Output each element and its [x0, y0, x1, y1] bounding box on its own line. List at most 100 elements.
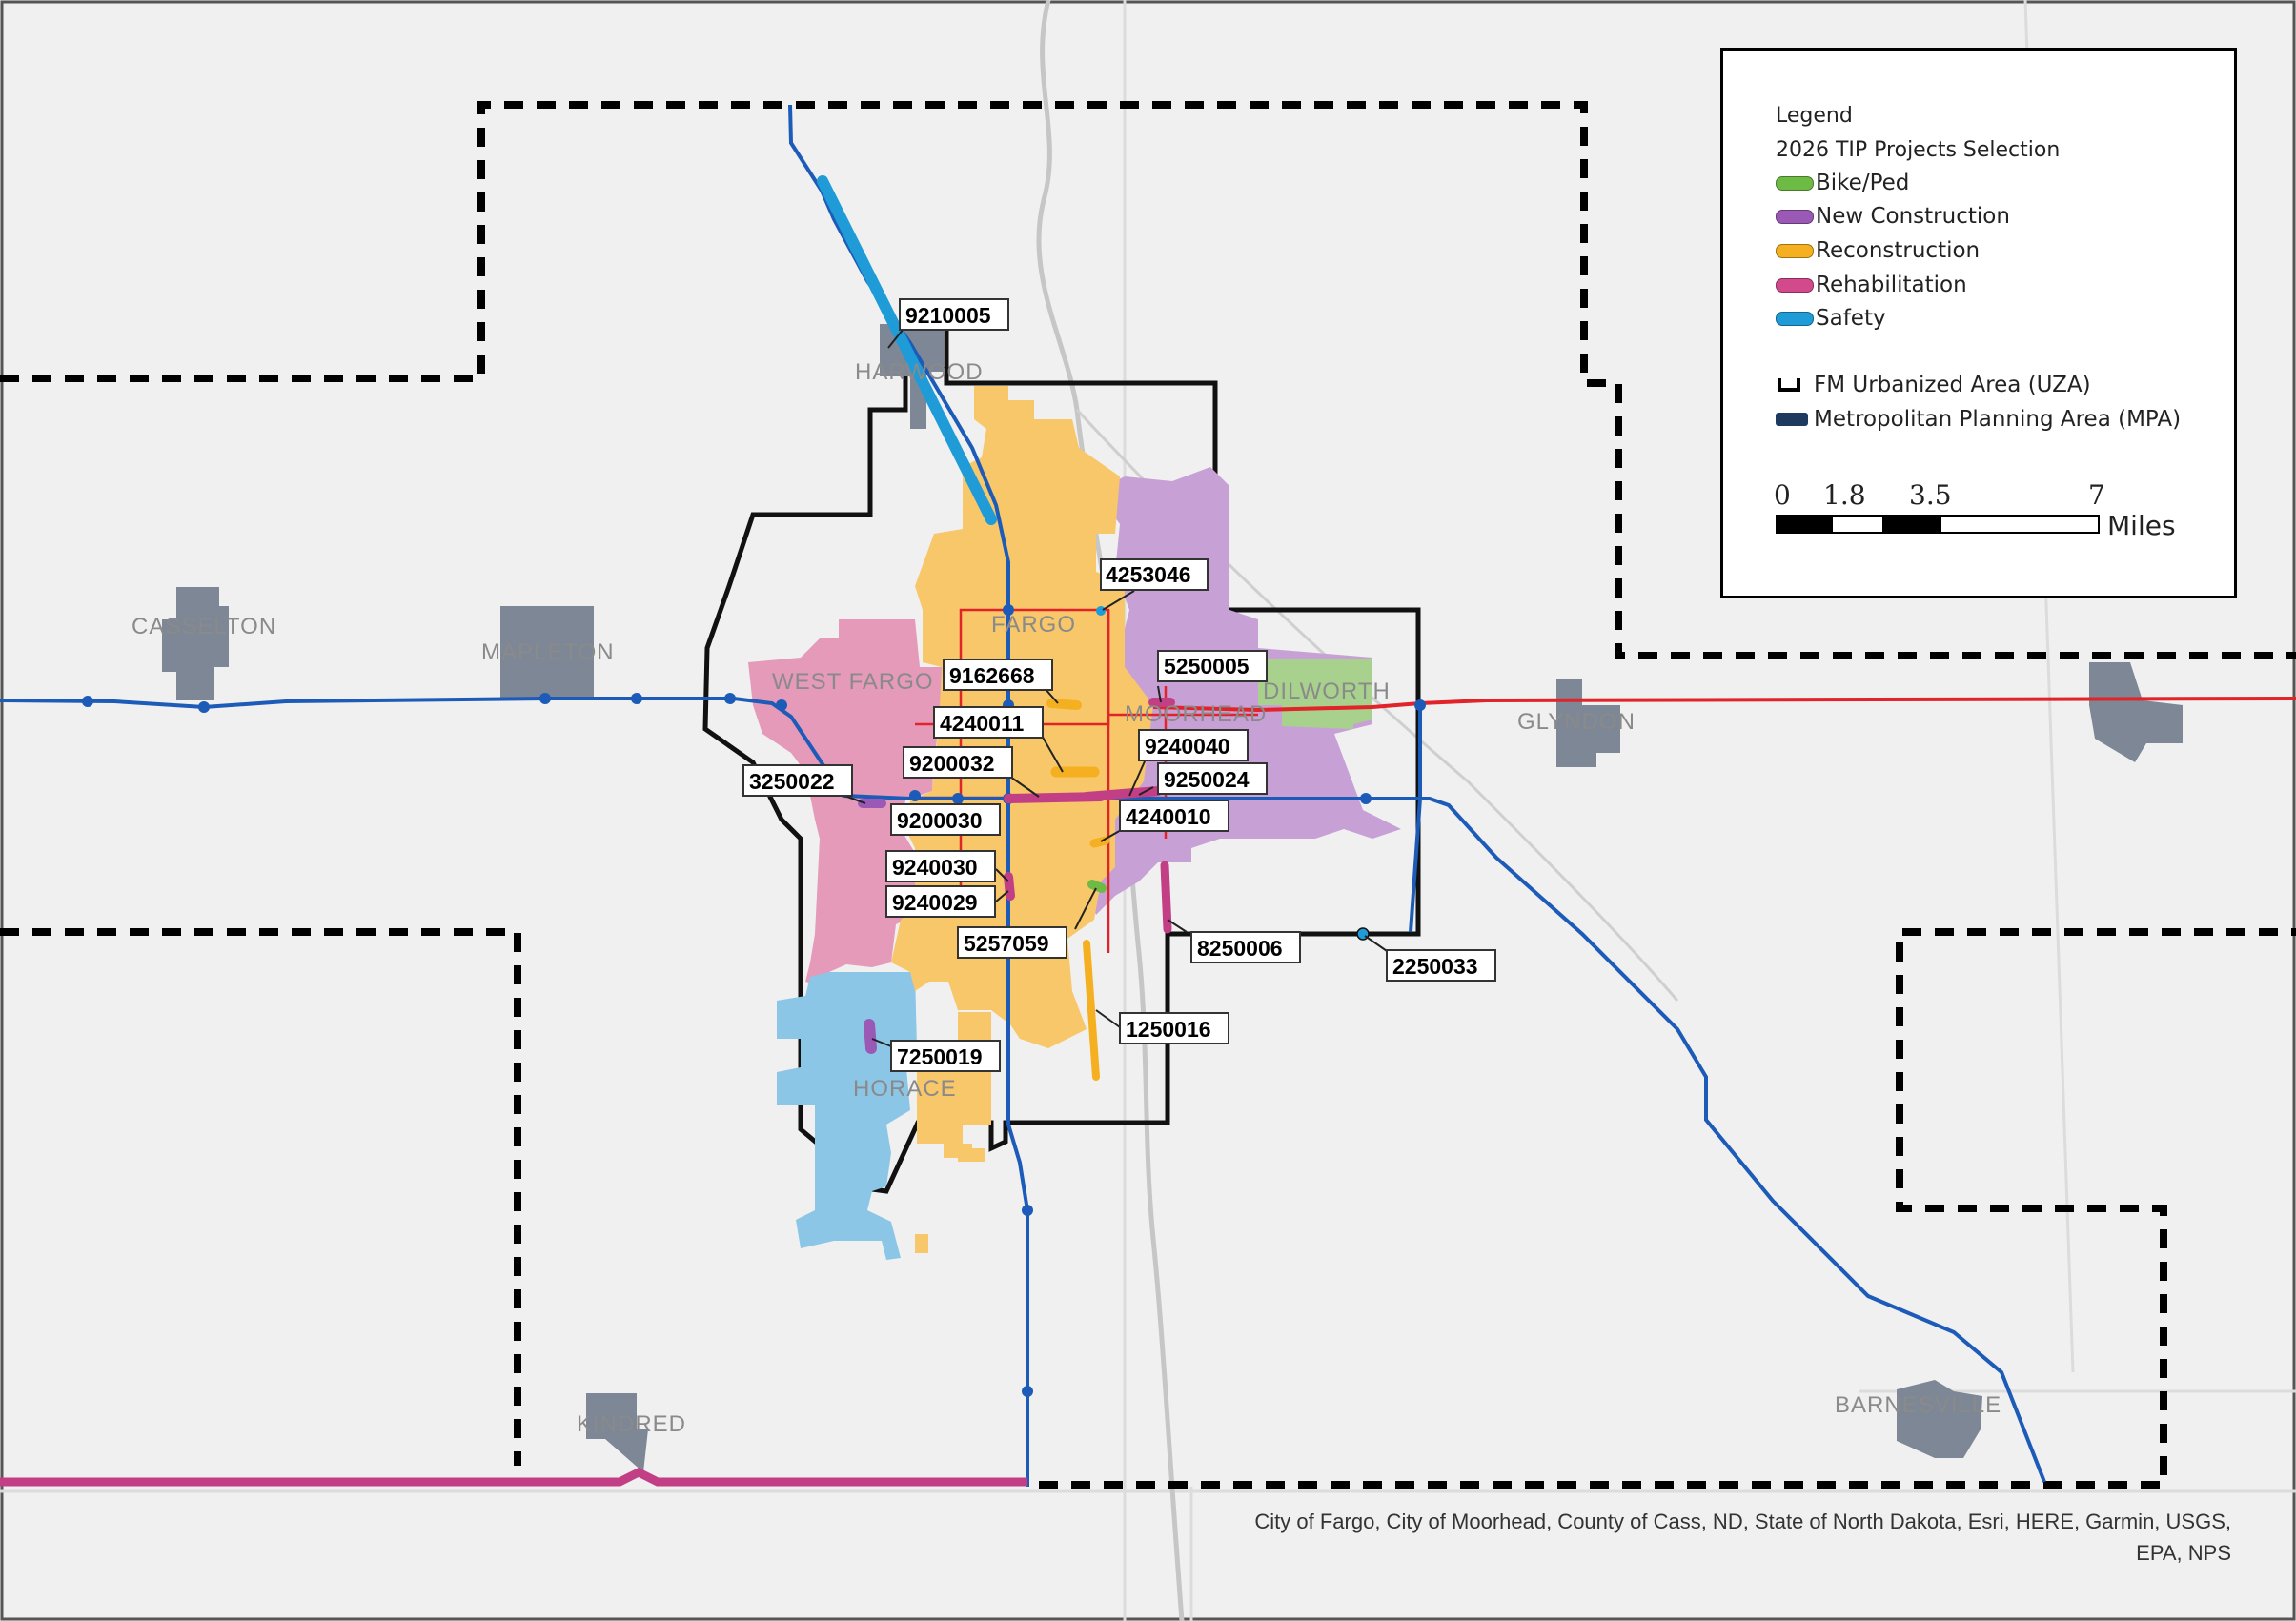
- scale-seg-2: [1831, 515, 1884, 534]
- scale-tick-2: 3.5: [1909, 479, 1952, 511]
- project-label-5250005[interactable]: 5250005: [1157, 650, 1268, 682]
- legend-label: FM Urbanized Area (UZA): [1814, 373, 2091, 397]
- project-label-5257059[interactable]: 5257059: [957, 926, 1067, 959]
- city-label-moorhead: MOORHEAD: [1125, 701, 1267, 727]
- scale-seg-1: [1776, 515, 1831, 534]
- project-label-7250019[interactable]: 7250019: [890, 1040, 1001, 1072]
- city-label-west-fargo: WEST FARGO: [772, 669, 934, 695]
- label-leaders: [843, 328, 1391, 1047]
- new-construction-swatch: [1776, 209, 1814, 224]
- svg-text:8250006: 8250006: [1197, 936, 1283, 961]
- horace-area: [777, 972, 917, 1260]
- legend-item-bike-ped[interactable]: Bike/Ped: [1776, 171, 1909, 195]
- svg-text:4253046: 4253046: [1106, 562, 1191, 587]
- city-label-barnesville: BARNESVILLE: [1835, 1392, 2001, 1418]
- project-label-4240011[interactable]: 4240011: [933, 706, 1044, 739]
- project-label-1250016[interactable]: 1250016: [1119, 1012, 1229, 1044]
- scale-tick-1: 1.8: [1823, 479, 1866, 511]
- reconstruction-swatch: [1776, 243, 1814, 258]
- project-label-9250024[interactable]: 9250024: [1157, 762, 1268, 795]
- svg-text:3250022: 3250022: [749, 769, 835, 794]
- scale-bar: 0 1.8 3.5 7 Miles: [1774, 479, 2176, 541]
- south-highway-rehab: [0, 1467, 1027, 1487]
- project-label-2250033[interactable]: 2250033: [1386, 949, 1496, 982]
- legend-label: Bike/Ped: [1816, 171, 1910, 195]
- svg-text:9240030: 9240030: [892, 855, 978, 880]
- city-label-glyndon: GLYNDON: [1517, 709, 1636, 735]
- project-lines: [817, 175, 1175, 1081]
- svg-text:9162668: 9162668: [949, 663, 1035, 688]
- project-label-9200032[interactable]: 9200032: [903, 746, 1013, 779]
- mpa-swatch: [1776, 413, 1808, 426]
- small-towns: [162, 324, 2183, 1472]
- project-label-3250022[interactable]: 3250022: [742, 764, 853, 797]
- project-label-9240030[interactable]: 9240030: [885, 850, 996, 882]
- dilworth-area: [1258, 659, 1372, 729]
- project-label-9240040[interactable]: 9240040: [1138, 729, 1249, 761]
- svg-text:9210005: 9210005: [905, 303, 991, 328]
- legend-item-reconstruction[interactable]: Reconstruction: [1776, 238, 1980, 263]
- legend-label: Reconstruction: [1816, 238, 1981, 263]
- highways: [0, 104, 2046, 1487]
- legend-label: Metropolitan Planning Area (MPA): [1814, 407, 2182, 432]
- legend-item-uza[interactable]: FM Urbanized Area (UZA): [1776, 373, 2091, 397]
- legend-label: Safety: [1816, 306, 1886, 331]
- svg-text:1250016: 1250016: [1126, 1017, 1211, 1042]
- city-label-kindred: KINDRED: [577, 1411, 686, 1437]
- fargo-fragment-2: [958, 1148, 985, 1162]
- safety-swatch: [1776, 311, 1814, 326]
- svg-text:9240029: 9240029: [892, 890, 978, 915]
- project-label-4253046[interactable]: 4253046: [1100, 558, 1209, 591]
- project-label-9210005[interactable]: 9210005: [899, 298, 1009, 331]
- project-labels: 9210005 4253046 9162668 5250005 4240011 …: [742, 298, 1496, 1072]
- svg-text:5257059: 5257059: [964, 931, 1049, 956]
- legend-item-mpa[interactable]: Metropolitan Planning Area (MPA): [1776, 407, 2181, 432]
- i94-east: [1152, 697, 2296, 713]
- uza-dashed-swatch: [1778, 378, 1800, 392]
- scale-seg-4: [1940, 515, 2100, 534]
- svg-text:2250033: 2250033: [1392, 954, 1478, 979]
- svg-text:9250024: 9250024: [1164, 767, 1250, 792]
- attribution-line-1: City of Fargo, City of Moorhead, County …: [1254, 1510, 2231, 1533]
- project-label-9200030[interactable]: 9200030: [890, 803, 1001, 836]
- legend-label: New Construction: [1816, 204, 2010, 229]
- svg-text:7250019: 7250019: [897, 1044, 983, 1069]
- project-label-9240029[interactable]: 9240029: [885, 885, 996, 918]
- svg-text:4240011: 4240011: [940, 711, 1024, 736]
- legend-title: Legend: [1776, 104, 1853, 128]
- city-label-horace: HORACE: [853, 1076, 957, 1102]
- project-safety-9210005-line: [817, 175, 997, 525]
- rehabilitation-swatch: [1776, 277, 1814, 293]
- project-label-9162668[interactable]: 9162668: [943, 659, 1053, 691]
- project-label-8250006[interactable]: 8250006: [1190, 931, 1301, 963]
- attribution-text: City of Fargo, City of Moorhead, County …: [1087, 1506, 2231, 1569]
- project-label-4240010[interactable]: 4240010: [1119, 800, 1229, 832]
- scale-tick-3: 7: [2088, 479, 2105, 511]
- mpa-boundary: [702, 319, 1421, 1194]
- legend-item-rehabilitation[interactable]: Rehabilitation: [1776, 273, 1967, 297]
- fargo-fragment: [915, 1234, 928, 1253]
- city-label-mapleton: MAPLETON: [481, 639, 615, 665]
- attribution-line-2: EPA, NPS: [2136, 1541, 2231, 1565]
- scale-unit: Miles: [2107, 510, 2176, 541]
- legend-label: Rehabilitation: [1816, 273, 1967, 297]
- scale-tick-0: 0: [1774, 479, 1791, 511]
- legend-subtitle: 2026 TIP Projects Selection: [1776, 138, 2061, 162]
- legend-panel: Legend 2026 TIP Projects Selection Bike/…: [1720, 48, 2237, 598]
- city-label-dilworth: DILWORTH: [1263, 679, 1391, 704]
- uza-boundary: [0, 101, 2296, 1489]
- svg-text:4240010: 4240010: [1126, 804, 1211, 829]
- svg-text:9200030: 9200030: [897, 808, 983, 833]
- bike-ped-swatch: [1776, 175, 1814, 191]
- legend-item-safety[interactable]: Safety: [1776, 306, 1886, 331]
- city-label-fargo: FARGO: [991, 612, 1076, 638]
- svg-text:9200032: 9200032: [909, 751, 995, 776]
- svg-text:5250005: 5250005: [1164, 654, 1250, 679]
- scale-seg-3: [1884, 515, 1940, 534]
- svg-text:9240040: 9240040: [1145, 734, 1230, 759]
- project-4253046-point: [1096, 606, 1106, 616]
- city-label-casselton: CASSELTON: [132, 614, 276, 639]
- legend-item-new-construction[interactable]: New Construction: [1776, 204, 2010, 229]
- city-label-harwood: HARWOOD: [855, 359, 984, 385]
